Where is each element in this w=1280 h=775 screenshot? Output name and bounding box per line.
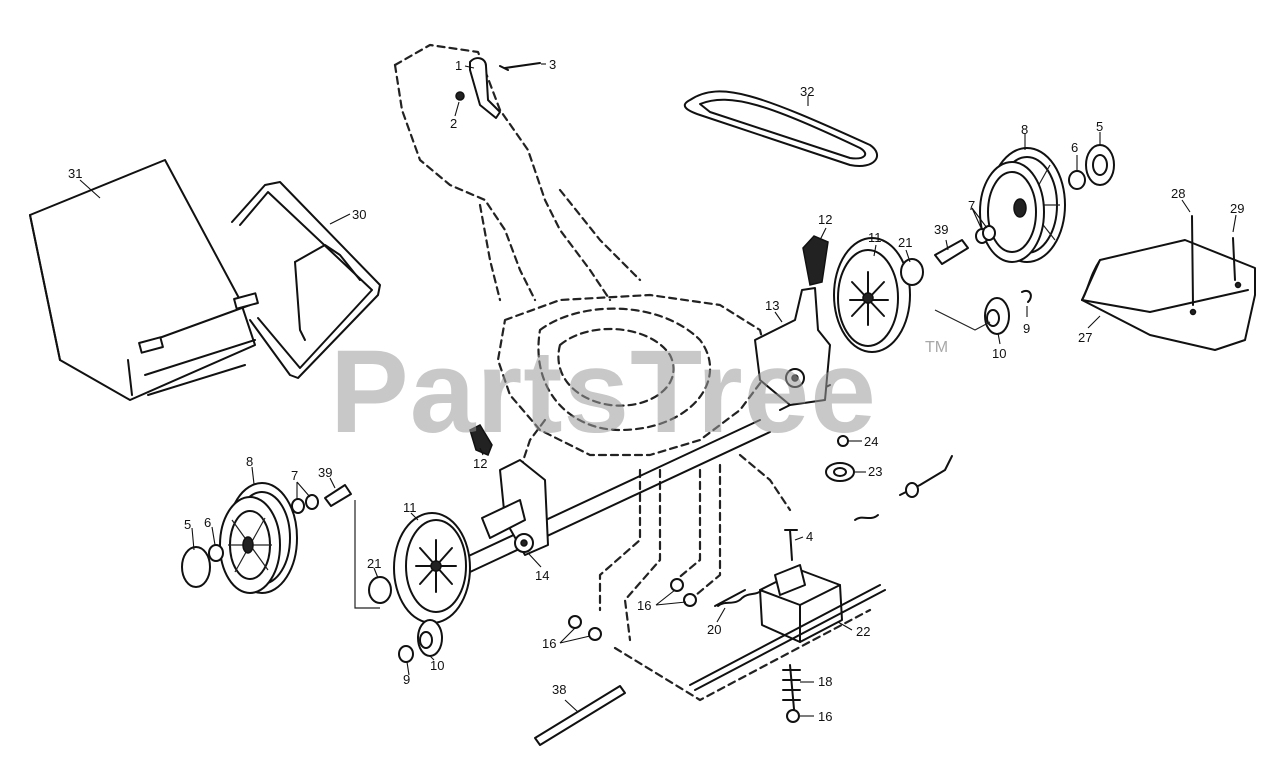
callout-18: 18 [818,674,832,689]
hardware-small [208,170,1086,562]
drive-belt [683,90,878,167]
mower-outline-dashed [393,43,792,642]
watermark-text: PartsTree [330,326,877,458]
callout-1: 1 [455,58,462,73]
callout-labels: 1 2 3 32 12 11 21 39 7 8 6 5 28 29 27 10… [68,57,1244,724]
callout-16-bottom: 16 [818,709,832,724]
callout-7-left: 7 [291,468,298,483]
callout-21-left: 21 [367,556,381,571]
callout-24: 24 [864,434,878,449]
callout-10-left: 10 [430,658,444,673]
callout-4: 4 [806,529,813,544]
callout-23: 23 [868,464,882,479]
callout-21-right: 21 [898,235,912,250]
dust-covers [469,235,829,456]
callout-7-right: 7 [968,198,975,213]
bag-frame [231,181,381,379]
callout-5-left: 5 [184,517,191,532]
callout-9-left: 9 [403,672,410,687]
callout-39-right: 39 [934,222,948,237]
callout-16-mid: 16 [637,598,651,613]
callout-28: 28 [1171,186,1185,201]
callout-16-left: 16 [542,636,556,651]
callout-22: 22 [856,624,870,639]
gear-plate-right [833,237,911,353]
callout-8-left: 8 [246,454,253,469]
callout-20: 20 [707,622,721,637]
callout-31: 31 [68,166,82,181]
washers-21 [368,258,924,604]
wheel-right [979,147,1066,263]
callout-14: 14 [535,568,549,583]
hubcaps [181,144,1115,588]
callout-13: 13 [765,298,779,313]
callout-11-left: 11 [403,500,417,515]
transmission [689,455,953,723]
reference-lines [354,309,991,702]
callout-8-right: 8 [1021,122,1028,137]
callout-29: 29 [1230,201,1244,216]
pinions [398,290,1032,663]
bracket-14 [481,459,549,556]
wheel-left [219,482,298,594]
handle-control [455,57,541,119]
callout-12-right: 12 [818,212,832,227]
callout-6-right: 6 [1071,140,1078,155]
watermark: PartsTree TM [330,326,948,458]
nuts-16 [568,578,697,641]
callout-30: 30 [352,207,366,222]
callout-10-right: 10 [992,346,1006,361]
callout-5-right: 5 [1096,119,1103,134]
grass-bag [29,159,259,401]
bracket-13 [754,287,831,406]
callout-12-left: 12 [473,456,487,471]
bearing [825,435,855,482]
gear-plate-left [393,512,471,624]
callout-9-right: 9 [1023,321,1030,336]
callout-6-left: 6 [204,515,211,530]
callout-27: 27 [1078,330,1092,345]
leader-lines [79,63,1237,717]
rear-guard [1081,215,1256,351]
callout-39-left: 39 [318,465,332,480]
callout-3: 3 [549,57,556,72]
callout-32: 32 [800,84,814,99]
shaft-38 [534,685,626,746]
spring-20 [714,589,746,607]
callout-38: 38 [552,682,566,697]
watermark-trademark: TM [925,339,948,356]
callout-2: 2 [450,116,457,131]
callout-11-right: 11 [868,230,882,245]
